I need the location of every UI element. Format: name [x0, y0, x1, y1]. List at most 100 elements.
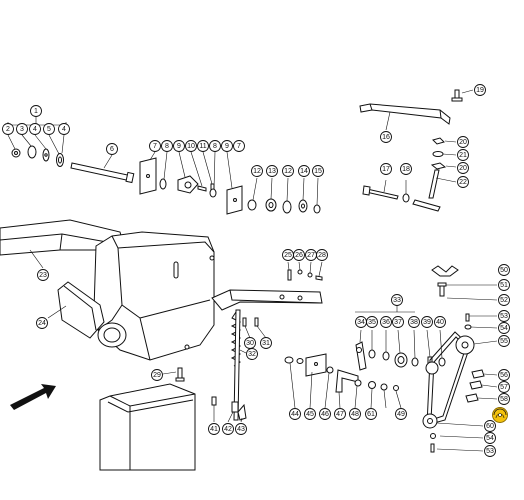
callout-circle	[498, 310, 510, 322]
callout-c15: 15	[312, 165, 324, 177]
callout-circle	[408, 316, 420, 328]
callout-number: 5	[47, 126, 51, 133]
callout-number: 49	[397, 411, 405, 418]
callout-c18: 18	[400, 163, 412, 175]
callout-c50: 50	[498, 264, 510, 276]
chain-drive	[422, 265, 508, 453]
callout-c12b: 12	[282, 165, 294, 177]
callout-number: 54	[500, 325, 508, 332]
callout-circle	[498, 294, 510, 306]
callout-number: 22	[459, 179, 467, 186]
callout-circle	[484, 445, 496, 457]
callout-number: 9	[225, 143, 229, 150]
callout-c35: 35	[366, 316, 378, 328]
callout-circle	[380, 163, 392, 175]
callout-circle	[474, 84, 486, 96]
callout-number: 7	[237, 143, 241, 150]
callout-circle	[484, 420, 496, 432]
callout-circle	[151, 369, 163, 381]
callout-circle	[498, 381, 510, 393]
callout-c56: 56	[498, 369, 510, 381]
callout-circle	[197, 140, 209, 152]
callout-c46: 46	[319, 408, 331, 420]
callout-c54b: 54	[484, 432, 496, 444]
callout-circle	[289, 408, 301, 420]
callout-c57: 57	[498, 381, 510, 393]
callout-number: 56	[500, 372, 508, 379]
callout-number: 42	[224, 426, 232, 433]
callout-number: 47	[336, 411, 344, 418]
callout-circle	[235, 423, 247, 435]
callout-number: 57	[500, 384, 508, 391]
callout-number: 40	[436, 319, 444, 326]
callout-c60: 60	[484, 420, 496, 432]
callout-number: 28	[318, 252, 326, 259]
callout-number: 48	[351, 411, 359, 418]
callout-c33: 33	[391, 294, 403, 306]
callout-circle	[349, 408, 361, 420]
callout-number: 25	[284, 252, 292, 259]
callout-number: 30	[246, 340, 254, 347]
callout-circle	[43, 123, 55, 135]
callout-number: 4	[62, 126, 66, 133]
callout-number: 58	[500, 396, 508, 403]
callout-circle	[498, 264, 510, 276]
callout-number: 34	[357, 319, 365, 326]
callout-circle	[209, 140, 221, 152]
callout-c23: 23	[37, 269, 49, 281]
callout-c55: 55	[498, 335, 510, 347]
callout-circle	[251, 165, 263, 177]
callout-number: 14	[300, 168, 308, 175]
callout-number: 53	[500, 313, 508, 320]
callout-number: 23	[39, 272, 47, 279]
callout-circle	[246, 348, 258, 360]
callout-number: 4	[33, 126, 37, 133]
callout-number: 53	[486, 448, 494, 455]
callout-c17: 17	[380, 163, 392, 175]
callout-c21: 21	[457, 149, 469, 161]
callout-c9b: 9	[221, 140, 233, 152]
callout-c14: 14	[298, 165, 310, 177]
callout-c25: 25	[282, 249, 294, 261]
callout-number: 24	[38, 320, 46, 327]
guard-assembly	[359, 89, 474, 212]
callout-c52: 52	[498, 294, 510, 306]
callout-c11: 11	[197, 140, 209, 152]
callout-circle	[319, 408, 331, 420]
callout-number: 39	[423, 319, 431, 326]
callout-number: 1	[34, 108, 38, 115]
callout-c12a: 12	[251, 165, 263, 177]
callout-c58: 58	[498, 393, 510, 405]
callout-number: 16	[382, 134, 390, 141]
callout-circle	[391, 294, 403, 306]
callout-c53b: 53	[484, 445, 496, 457]
callout-circle	[266, 165, 278, 177]
callout-c48: 48	[349, 408, 361, 420]
callout-circle	[16, 123, 28, 135]
frame-housing	[0, 219, 215, 382]
highlighted-part[interactable]	[492, 407, 508, 423]
callout-c9: 9	[173, 140, 185, 152]
callout-c2: 2	[2, 123, 14, 135]
callout-circle	[498, 393, 510, 405]
callout-circle	[221, 140, 233, 152]
callout-circle	[58, 123, 70, 135]
callout-number: 31	[262, 340, 270, 347]
callout-c29: 29	[151, 369, 163, 381]
callout-number: 37	[394, 319, 402, 326]
callout-number: 12	[253, 168, 261, 175]
callout-c7a: 7	[149, 140, 161, 152]
callout-c1: 1	[30, 105, 42, 117]
callout-c49: 49	[395, 408, 407, 420]
callout-number: 9	[177, 143, 181, 150]
callout-number: 12	[284, 168, 292, 175]
callout-circle	[36, 317, 48, 329]
callout-number: 8	[165, 143, 169, 150]
callout-c36: 36	[380, 316, 392, 328]
callout-number: 15	[314, 168, 322, 175]
callout-circle	[304, 408, 316, 420]
callout-c53a: 53	[498, 310, 510, 322]
callout-circle	[222, 423, 234, 435]
callout-number: 32	[248, 351, 256, 358]
callout-circle	[161, 140, 173, 152]
